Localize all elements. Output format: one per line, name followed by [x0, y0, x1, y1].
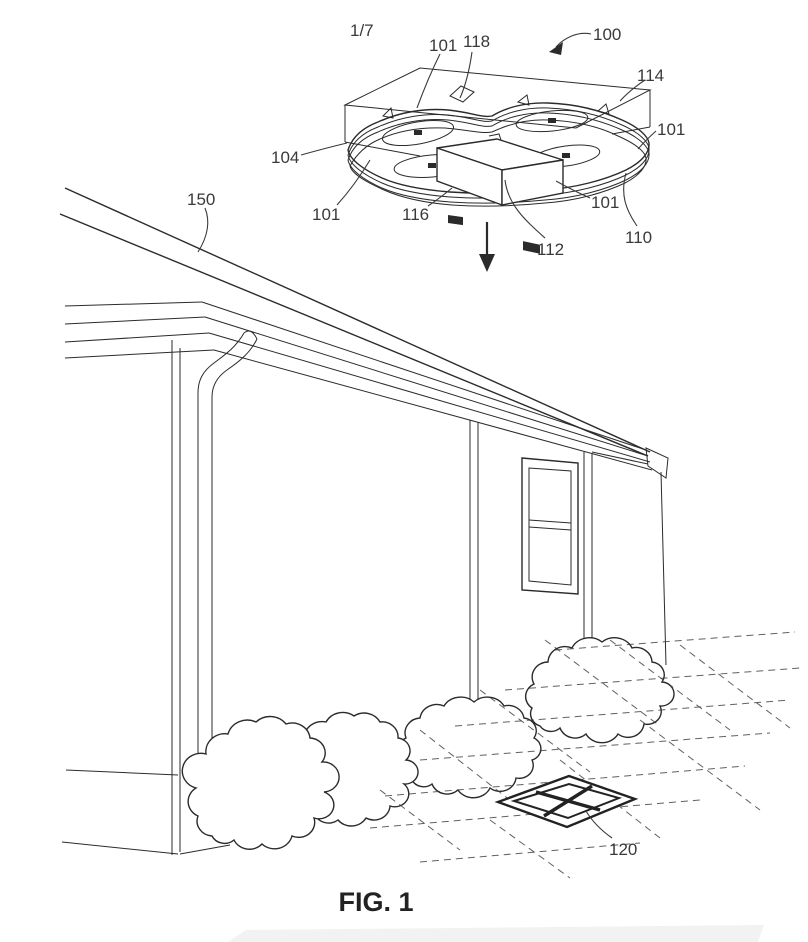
- ref-label-120: 120: [609, 840, 637, 859]
- bush: [524, 637, 675, 744]
- ref-label-104: 104: [271, 148, 299, 167]
- ref-label-116: 116: [402, 205, 429, 224]
- ref-label-150: 150: [187, 190, 215, 209]
- ref-label-101-lower-right: 101: [591, 193, 619, 212]
- descent-arrow: [479, 222, 495, 272]
- ref-label-100: 100: [593, 25, 621, 44]
- drone-ring-guard: [347, 94, 650, 207]
- leader-120: [585, 810, 613, 839]
- leader-114: [619, 79, 646, 102]
- leader-118: [459, 51, 473, 99]
- sheet-number: 1/7: [350, 21, 374, 40]
- bush: [181, 715, 340, 850]
- ref-label-114: 114: [637, 66, 664, 85]
- ref-label-118: 118: [463, 32, 490, 51]
- bushes: [181, 637, 675, 850]
- leader-101-lower-right: [555, 180, 591, 199]
- package-box: [436, 133, 564, 254]
- leader-101-right: [637, 130, 657, 150]
- leader-112: [504, 179, 546, 239]
- window: [521, 457, 579, 595]
- leader-116: [427, 187, 453, 207]
- bush: [396, 696, 542, 799]
- ref-label-112: 112: [537, 240, 564, 259]
- leader-150: [197, 207, 209, 253]
- leader-101-top: [416, 53, 441, 109]
- landing-pad: [494, 774, 639, 829]
- ref-label-101-top: 101: [429, 36, 457, 55]
- leader-lines: [197, 32, 657, 839]
- drone-frame-box: [343, 67, 652, 157]
- ref-label-101-lower-left: 101: [312, 205, 340, 224]
- ref-100-arrow: [549, 32, 592, 55]
- leader-104: [300, 142, 348, 156]
- leader-101-lower-left: [336, 159, 371, 206]
- drone-illustration: [343, 67, 652, 272]
- ref-label-101-right: 101: [657, 120, 685, 139]
- page-edge-shadow: [228, 925, 764, 942]
- ref-label-110: 110: [625, 228, 652, 247]
- figure-caption: FIG. 1: [338, 887, 413, 917]
- leader-110: [623, 172, 638, 227]
